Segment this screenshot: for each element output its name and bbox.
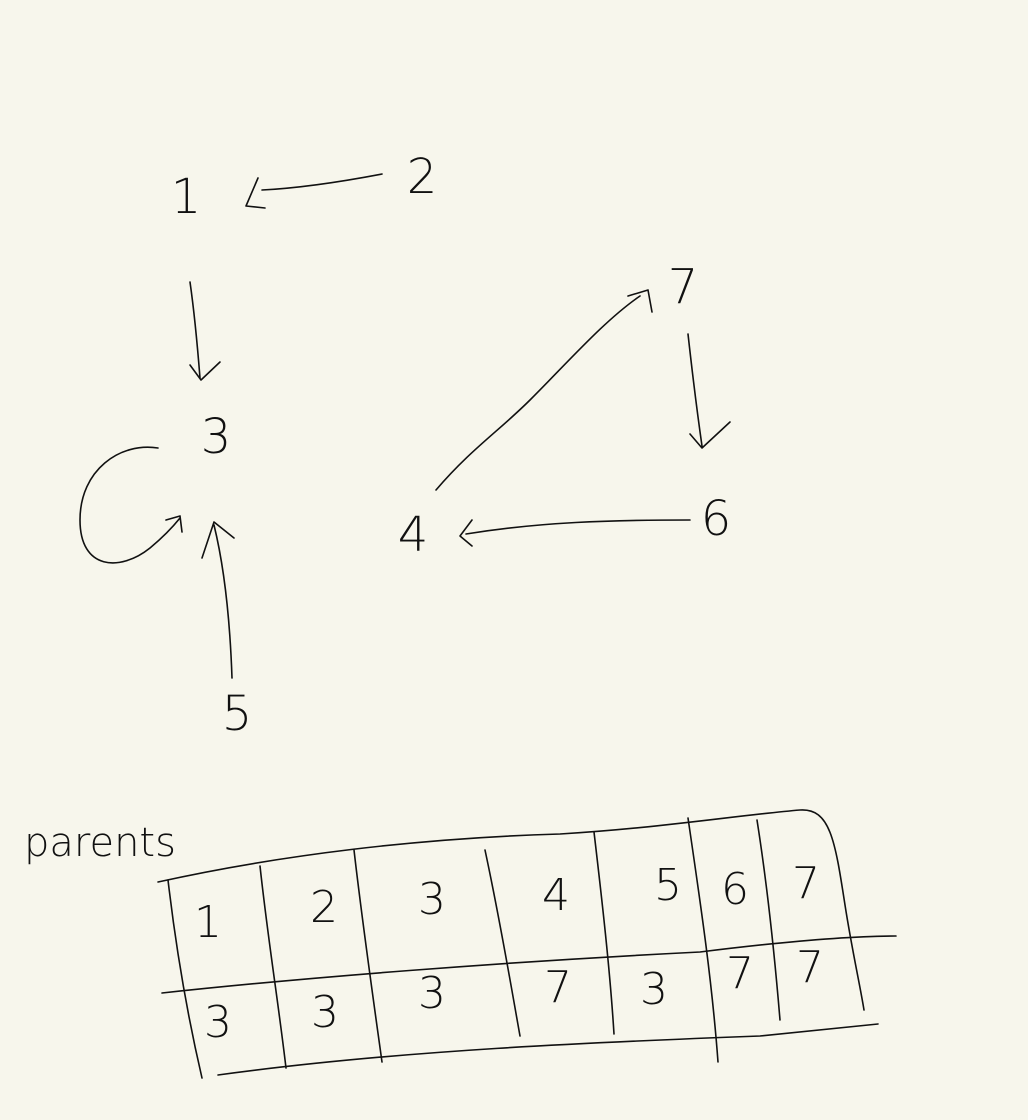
parent-cell-1: 3 [204, 997, 232, 1048]
node-4: 4 [398, 507, 429, 563]
index-cell-1: 1 [194, 897, 222, 948]
node-3: 3 [201, 409, 232, 465]
table-title: parents [24, 820, 176, 866]
index-cell-4: 4 [542, 870, 570, 921]
index-cell-5: 5 [654, 860, 682, 911]
table-divider-2 [353, 849, 383, 1063]
index-cell-3: 3 [418, 874, 446, 925]
table-divider-5 [687, 817, 719, 1063]
parent-cell-2: 3 [311, 987, 339, 1038]
table-top-border [157, 809, 865, 1011]
parent-cell-7: 7 [796, 942, 824, 993]
node-1: 1 [171, 169, 202, 225]
edge-5-to-3 [201, 521, 235, 679]
table-bottom-border [217, 1023, 879, 1076]
table-divider-4 [593, 831, 615, 1035]
index-cell-6: 6 [721, 864, 749, 915]
parent-cell-6: 7 [726, 948, 754, 999]
table-left-border [167, 879, 203, 1079]
node-7: 7 [668, 259, 699, 315]
table-divider-6 [756, 819, 781, 1021]
node-2: 2 [407, 149, 438, 205]
edge-6-to-4 [459, 519, 691, 547]
node-5: 5 [222, 686, 253, 742]
parent-cell-3: 3 [418, 968, 446, 1019]
table-divider-1 [259, 865, 287, 1069]
table-middle-line [161, 935, 897, 994]
edge-7-to-6 [687, 333, 731, 449]
parent-cell-4: 7 [544, 962, 572, 1013]
edge-2-to-1 [245, 173, 383, 209]
node-6: 6 [701, 491, 732, 547]
parents-table: parents 1 2 3 4 5 6 7 3 3 3 7 3 7 7 [24, 809, 897, 1079]
edge-3-self-loop [79, 446, 183, 564]
index-cell-7: 7 [792, 858, 820, 909]
graph: 1 2 3 4 5 6 7 [79, 149, 732, 742]
edge-4-to-7 [435, 289, 653, 491]
table-divider-3 [484, 849, 521, 1037]
parent-cell-5: 3 [640, 964, 668, 1015]
edge-1-to-3 [189, 281, 221, 381]
index-cell-2: 2 [310, 882, 338, 933]
